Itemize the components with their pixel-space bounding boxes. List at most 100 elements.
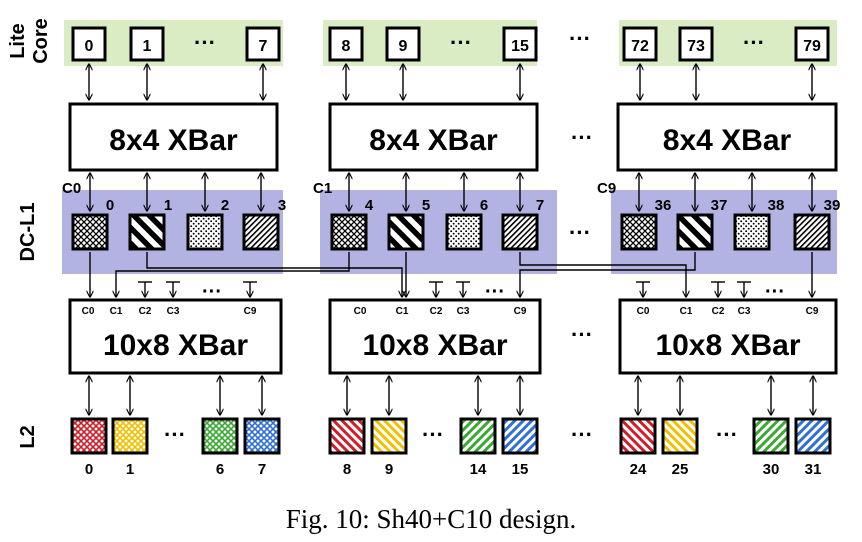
cluster-label: C0	[62, 180, 81, 197]
lite-core-box	[328, 26, 364, 62]
l2-bank-index: 14	[470, 461, 487, 478]
dc-l1-tile	[242, 213, 280, 251]
l2-bank-index: 15	[512, 461, 529, 478]
dc-l1-tile	[620, 213, 658, 251]
l1-xbar-box	[68, 102, 279, 172]
lite-core-box	[385, 26, 421, 62]
row-label-l2: L2	[17, 425, 39, 448]
dc-l1-index: 5	[422, 197, 430, 214]
l2-xbar-port-label: C9	[514, 306, 527, 317]
l2-bank-index: 7	[258, 461, 266, 478]
cross-link-g2-to-g1	[520, 252, 696, 297]
l1-xbar-box	[328, 102, 539, 172]
l2-bank-index: 24	[630, 461, 647, 478]
figure-caption: Fig. 10: Sh40+C10 design.	[286, 504, 577, 534]
l2-bank-index: 30	[763, 461, 780, 478]
l2-bank-tile	[201, 417, 239, 455]
l2-xbar-box	[328, 298, 542, 375]
l2-bank-index: 9	[385, 461, 393, 478]
l2-xbar-port-label: C0	[637, 306, 650, 317]
row-label-dc-l1: DC-L1	[17, 203, 39, 262]
dc-l1-index: 6	[480, 197, 488, 214]
lite-core-box	[502, 26, 538, 62]
l2-xbar-port-label: C3	[167, 306, 180, 317]
l2-bank-index: 0	[85, 461, 93, 478]
lite-core-box	[71, 26, 107, 62]
l2-xbar-port-label: C9	[244, 306, 257, 317]
l2-bank-tile	[111, 417, 149, 455]
dc-l1-tile	[128, 213, 166, 251]
dc-l1-tile	[330, 213, 368, 251]
dc-l1-index: 2	[221, 197, 229, 214]
l2-xbar-port-label: C3	[738, 306, 751, 317]
l2-xbar-label: 10x8 XBar	[655, 329, 800, 362]
lite-core-box	[678, 26, 714, 62]
l2-bank-index: 6	[216, 461, 224, 478]
l1-xbar-label: 8x4 XBar	[663, 124, 792, 157]
l2-bank-tile	[794, 417, 832, 455]
dc-l1-index: 3	[278, 197, 286, 214]
l2-xbar-box	[618, 298, 838, 375]
l2-bank-index: 8	[343, 461, 351, 478]
l2-bank-ellipsis: ···	[164, 422, 186, 447]
l2-bank-tile	[328, 417, 366, 455]
dc-l1-tile	[501, 213, 539, 251]
lite-core-label: 79	[803, 38, 821, 55]
dc-l1-tile	[387, 213, 425, 251]
lite-core-box	[129, 26, 165, 62]
l2-xbar-port-label: C9	[806, 306, 819, 317]
l2-bank-tile	[619, 417, 657, 455]
l2-bank-index: 1	[126, 461, 134, 478]
l2-bank-index: 25	[672, 461, 689, 478]
interconnect-links	[89, 64, 813, 415]
l2-xbar-box	[68, 298, 283, 375]
cross-link-g1-to-g2	[519, 252, 686, 297]
lite-core-label: 9	[399, 38, 408, 55]
l1-xbar-box	[616, 102, 838, 172]
l2-port-ellipsis: ···	[765, 281, 785, 303]
l2-xbar-port-label: C1	[110, 306, 123, 317]
lite-core-box	[245, 26, 281, 62]
l2-port-ellipsis: ···	[485, 281, 505, 303]
dc-l1-tile	[733, 213, 771, 251]
row-label-lite-core-line2: Core	[30, 18, 52, 64]
group-ellipsis-lite: ···	[569, 26, 591, 51]
lite-core-label: 1	[143, 38, 152, 55]
dc-l1-index: 1	[164, 197, 172, 214]
lite-core-ellipsis: ···	[194, 30, 216, 55]
l2-port-ellipsis: ···	[202, 281, 222, 303]
dc-l1-index: 37	[711, 197, 728, 214]
dc-l1-tile	[71, 213, 109, 251]
dc-l1-index: 7	[536, 197, 544, 214]
row-label-lite-core-line1: Lite	[7, 23, 29, 59]
lite-core-box	[622, 26, 658, 62]
l2-bank-tile	[70, 417, 108, 455]
group-ellipsis-dcl1: ···	[569, 220, 591, 245]
dc-l1-index: 38	[768, 197, 785, 214]
dc-l1-tile	[445, 213, 483, 251]
dc-l1-tile	[186, 213, 224, 251]
lite-core-label: 7	[259, 38, 268, 55]
l2-bank-tile	[661, 417, 699, 455]
dc-l1-tile	[676, 213, 714, 251]
l2-bank-tile	[459, 417, 497, 455]
l2-xbar-port-label: C3	[457, 306, 470, 317]
dc-l1-index: 39	[824, 197, 841, 214]
l2-bank-tile	[752, 417, 790, 455]
l2-bank-index: 31	[805, 461, 822, 478]
l2-xbar-port-label: C0	[354, 306, 367, 317]
cluster-label: C9	[597, 180, 616, 197]
cluster-label: C1	[313, 180, 332, 197]
l2-bank-ellipsis: ···	[716, 422, 738, 447]
l2-xbar-port-label: C1	[680, 306, 693, 317]
cross-link-g1-to-g0	[116, 252, 350, 297]
group-ellipsis-l2: ···	[571, 422, 593, 447]
lite-core-label: 15	[511, 38, 529, 55]
l2-xbar-port-label: C0	[82, 306, 95, 317]
lite-core-box	[794, 26, 830, 62]
cross-link-g0-to-g1	[146, 252, 402, 297]
l2-bank-tile	[370, 417, 408, 455]
l2-xbar-port-label: C2	[430, 306, 443, 317]
